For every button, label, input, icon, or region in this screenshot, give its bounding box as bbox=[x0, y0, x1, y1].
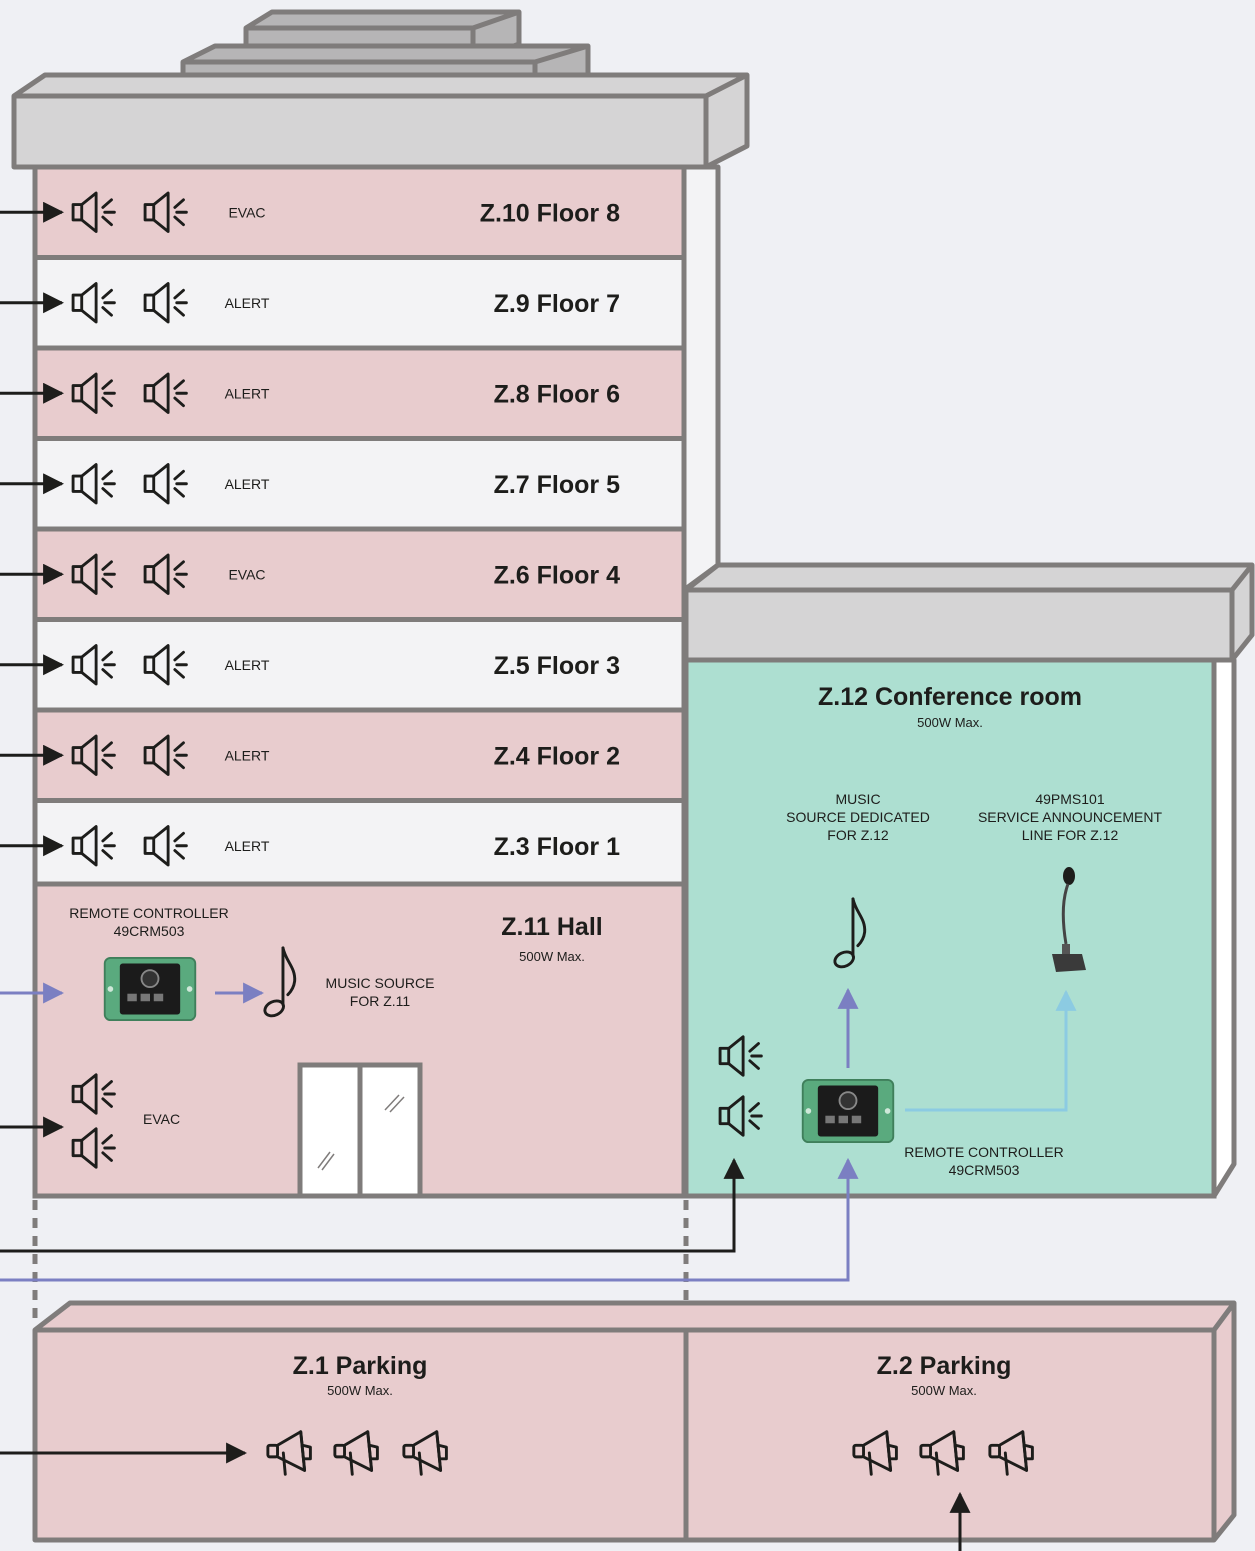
floor-mode: ALERT bbox=[225, 476, 270, 492]
parking-2-power: 500W Max. bbox=[911, 1383, 977, 1398]
conference-mic-label-2: SERVICE ANNOUNCEMENT bbox=[978, 809, 1163, 825]
floor-title: Z.6 Floor 4 bbox=[494, 561, 621, 589]
conference-title: Z.12 Conference room bbox=[818, 683, 1082, 711]
floor-mode: ALERT bbox=[225, 747, 270, 763]
floor-mode: EVAC bbox=[228, 566, 265, 582]
conference-power: 500W Max. bbox=[917, 715, 983, 730]
floor-row: ALERT Z.5 Floor 3 bbox=[0, 617, 687, 713]
conference-controller-model: 49CRM503 bbox=[949, 1162, 1020, 1178]
floor-title: Z.8 Floor 6 bbox=[494, 380, 620, 408]
floor-mode: ALERT bbox=[225, 838, 270, 854]
hall-zone: Z.11 Hall 500W Max. REMOTE CONTROLLER 49… bbox=[32, 881, 687, 1199]
conference-mic-label-3: LINE FOR Z.12 bbox=[1022, 827, 1119, 843]
conference-controller-feed bbox=[0, 1157, 859, 1282]
conference-mic-label: 49PMS101 bbox=[1035, 791, 1104, 807]
conference-mic-arrow bbox=[905, 989, 1077, 1112]
hall-controller-label: REMOTE CONTROLLER bbox=[69, 905, 228, 921]
floor-title: Z.3 Floor 1 bbox=[494, 833, 621, 861]
conference-speaker-feed bbox=[0, 1157, 745, 1253]
floor-title: Z.10 Floor 8 bbox=[480, 199, 620, 227]
parking-1-power: 500W Max. bbox=[327, 1383, 393, 1398]
floor-title: Z.7 Floor 5 bbox=[494, 471, 621, 499]
conference-music-label-2: SOURCE DEDICATED bbox=[786, 809, 930, 825]
hall-door bbox=[297, 1062, 423, 1199]
floor-mode: EVAC bbox=[228, 204, 265, 220]
hall-power: 500W Max. bbox=[519, 949, 585, 964]
parking-2-title: Z.2 Parking bbox=[877, 1352, 1012, 1380]
floor-row: EVAC Z.10 Floor 8 bbox=[0, 164, 687, 260]
floor-row: ALERT Z.8 Floor 6 bbox=[0, 345, 687, 441]
hall-remote-controller-icon bbox=[103, 956, 197, 1022]
floor-title: Z.9 Floor 7 bbox=[494, 290, 620, 318]
floor-row: EVAC Z.6 Floor 4 bbox=[0, 526, 687, 622]
conference-music-label: MUSIC bbox=[835, 791, 880, 807]
floor-title: Z.4 Floor 2 bbox=[494, 742, 620, 770]
tower-roof bbox=[11, 9, 750, 170]
floor-background bbox=[32, 707, 687, 803]
conference-controller-label: REMOTE CONTROLLER bbox=[904, 1144, 1063, 1160]
floor-mode: ALERT bbox=[225, 295, 270, 311]
conference-music-label-3: FOR Z.12 bbox=[827, 827, 889, 843]
hall-music-label-2: FOR Z.11 bbox=[350, 993, 411, 1009]
floor-row: ALERT Z.3 Floor 1 bbox=[0, 798, 687, 894]
hall-title: Z.11 Hall bbox=[501, 913, 602, 941]
floor-row: ALERT Z.4 Floor 2 bbox=[0, 707, 687, 803]
floor-mode: ALERT bbox=[225, 657, 270, 673]
hall-controller-model: 49CRM503 bbox=[114, 923, 185, 939]
floor-mode: ALERT bbox=[225, 385, 270, 401]
floor-title: Z.5 Floor 3 bbox=[494, 652, 620, 680]
parking-zone: Z.1 Parking 500W Max. Z.2 Parking 500W M… bbox=[0, 1300, 1237, 1551]
floors-group: EVAC Z.10 Floor 8 ALERT Z.9 Floor 7 ALERT Z.8… bbox=[0, 164, 687, 894]
feed-lines bbox=[0, 982, 859, 1320]
parking-1-title: Z.1 Parking bbox=[293, 1352, 428, 1380]
hall-music-label: MUSIC SOURCE bbox=[326, 975, 435, 991]
floor-row: ALERT Z.9 Floor 7 bbox=[0, 255, 687, 351]
tower-side-wall bbox=[681, 164, 721, 593]
conference-microphone-icon bbox=[1052, 867, 1086, 972]
conference-zone: Z.12 Conference room 500W Max. MUSIC SOU… bbox=[683, 562, 1255, 1199]
hall-mode: EVAC bbox=[143, 1111, 180, 1127]
conference-remote-controller-icon bbox=[801, 1078, 895, 1144]
floor-row: ALERT Z.7 Floor 5 bbox=[0, 436, 687, 532]
